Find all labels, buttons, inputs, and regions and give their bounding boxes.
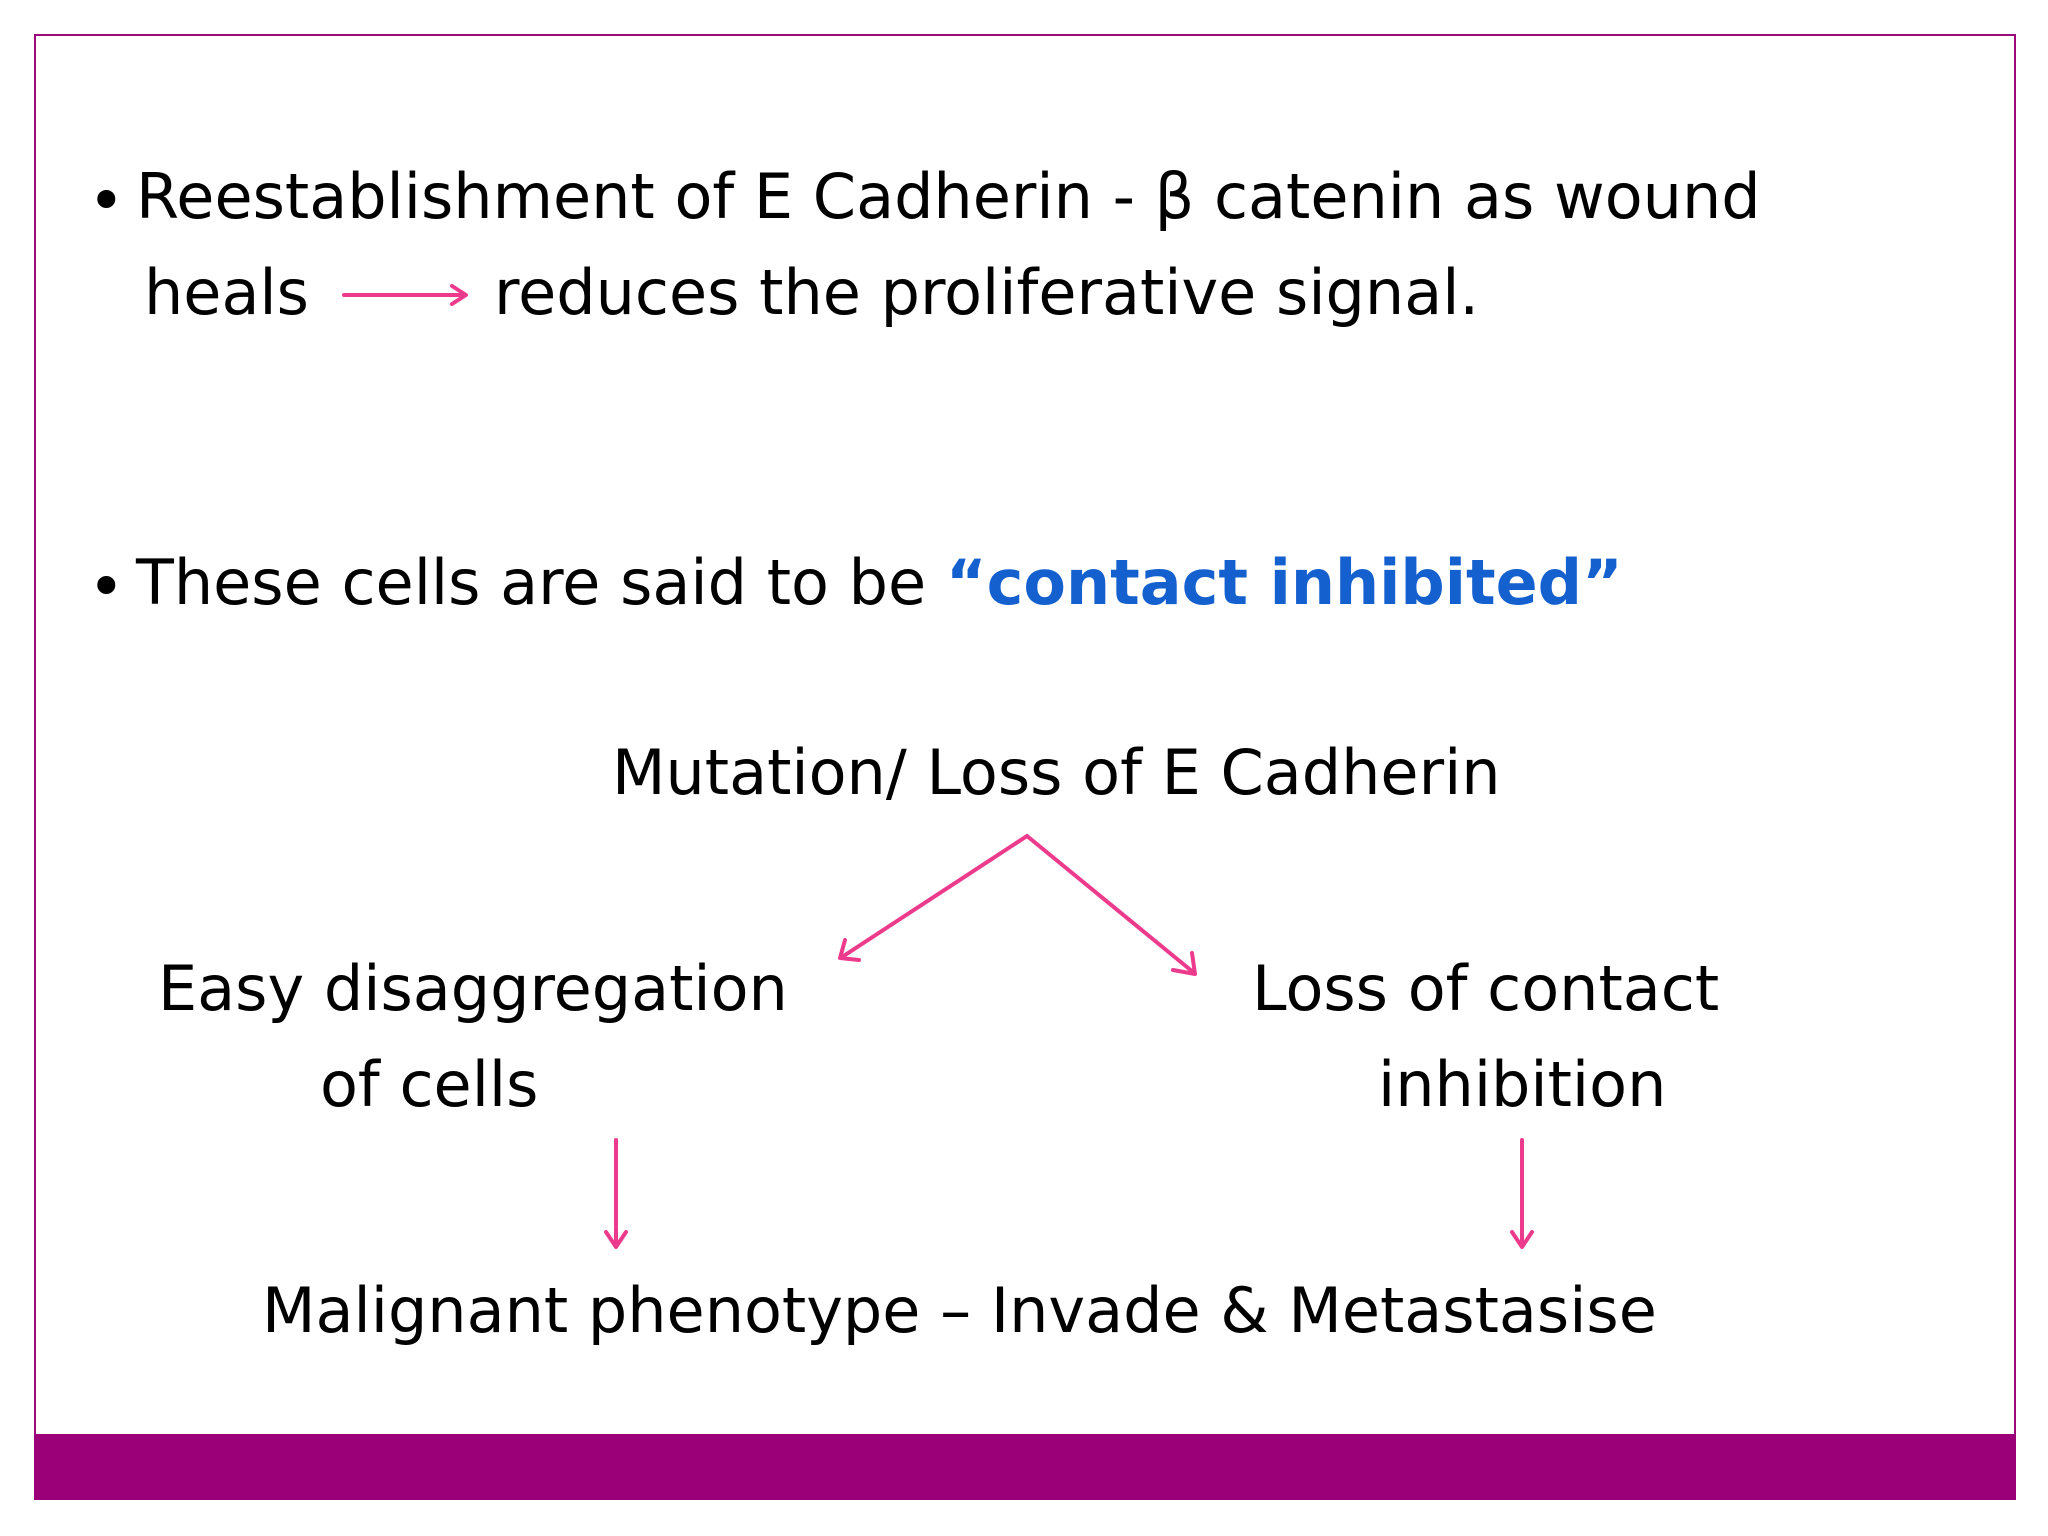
bullet-2-text-plain: These cells are said to be [136, 546, 927, 619]
contact-inhibited-highlight: “contact inhibited” [945, 546, 1623, 619]
bullet-2-text: These cells are said to be “contact inhi… [136, 552, 1623, 614]
bullet-1-line-2-start: heals [144, 256, 309, 329]
slide-frame [34, 34, 2016, 1500]
bullet-1-line-2-end: reduces the proliferative signal. [494, 256, 1480, 329]
footer-bar [34, 1434, 2016, 1500]
bullet-marker-2: • [88, 550, 125, 623]
flow-right-node-line-1: Loss of contact [1252, 952, 1720, 1025]
flow-top-node: Mutation/ Loss of E Cadherin [612, 736, 1501, 809]
bullet-marker-1: • [88, 164, 125, 237]
flow-bottom-node: Malignant phenotype – Invade & Metastasi… [262, 1274, 1657, 1347]
flow-left-node-line-1: Easy disaggregation [158, 952, 788, 1025]
flow-right-node-line-2: inhibition [1378, 1048, 1667, 1121]
bullet-1-line-1: Reestablishment of E Cadherin - β cateni… [136, 160, 1761, 233]
flow-left-node-line-2: of cells [320, 1048, 539, 1121]
